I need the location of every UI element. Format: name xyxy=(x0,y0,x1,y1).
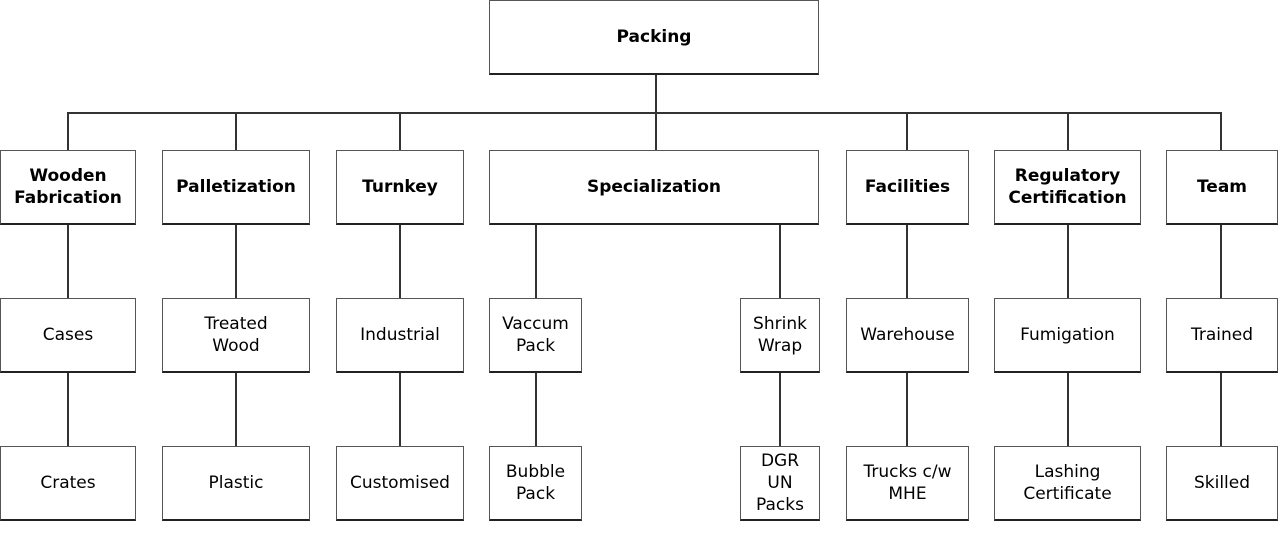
node-label: Wooden Fabrication xyxy=(14,166,122,208)
node-regulatory-certification: Regulatory Certification xyxy=(994,150,1141,225)
node-trucks-mhe: Trucks c/w MHE xyxy=(846,446,969,521)
node-label: Specialization xyxy=(586,177,722,197)
node-industrial: Industrial xyxy=(336,298,464,373)
node-label: Industrial xyxy=(360,325,440,345)
node-label: Regulatory Certification xyxy=(1008,166,1127,208)
node-label: Team xyxy=(1196,177,1248,197)
node-label: Packing xyxy=(616,27,692,47)
node-bubble-pack: Bubble Pack xyxy=(489,446,582,521)
node-palletization: Palletization xyxy=(162,150,310,225)
node-cases: Cases xyxy=(0,298,136,373)
node-skilled: Skilled xyxy=(1166,446,1278,521)
node-team: Team xyxy=(1166,150,1278,225)
node-crates: Crates xyxy=(0,446,136,521)
node-turnkey: Turnkey xyxy=(336,150,464,225)
node-label: Trucks c/w MHE xyxy=(863,462,952,504)
node-facilities: Facilities xyxy=(846,150,969,225)
node-label: Crates xyxy=(40,473,96,493)
connector xyxy=(1067,112,1069,150)
connector xyxy=(655,112,657,150)
node-warehouse: Warehouse xyxy=(846,298,969,373)
connector xyxy=(906,112,908,150)
node-label: Lashing Certificate xyxy=(1023,462,1112,504)
node-fumigation: Fumigation xyxy=(994,298,1141,373)
node-label: Skilled xyxy=(1193,473,1251,493)
node-treated-wood: Treated Wood xyxy=(162,298,310,373)
node-root-packing: Packing xyxy=(489,0,819,75)
node-label: Cases xyxy=(42,325,94,345)
connector xyxy=(655,74,657,112)
node-shrink-wrap: Shrink Wrap xyxy=(740,298,820,373)
connector xyxy=(235,112,237,150)
node-label: Turnkey xyxy=(362,177,438,197)
node-plastic: Plastic xyxy=(162,446,310,521)
node-label: Palletization xyxy=(176,177,296,197)
node-vaccum-pack: Vaccum Pack xyxy=(489,298,582,373)
node-label: Trained xyxy=(1190,325,1254,345)
node-label: Treated Wood xyxy=(204,314,268,356)
node-customised: Customised xyxy=(336,446,464,521)
node-label: Plastic xyxy=(208,473,264,493)
node-label: Vaccum Pack xyxy=(502,314,569,356)
node-label: Shrink Wrap xyxy=(753,314,807,356)
node-dgr-un-packs: DGR UN Packs xyxy=(740,446,820,521)
node-label: Facilities xyxy=(864,177,951,197)
node-label: Fumigation xyxy=(1020,325,1115,345)
node-trained: Trained xyxy=(1166,298,1278,373)
connector xyxy=(67,112,1220,114)
node-wooden-fabrication: Wooden Fabrication xyxy=(0,150,136,225)
connector xyxy=(399,112,401,150)
node-label: Warehouse xyxy=(860,325,955,345)
node-specialization: Specialization xyxy=(489,150,819,225)
connector xyxy=(67,112,69,150)
node-label: DGR UN Packs xyxy=(756,451,804,515)
node-label: Customised xyxy=(350,473,450,493)
node-lashing-certificate: Lashing Certificate xyxy=(994,446,1141,521)
connector xyxy=(1220,112,1222,150)
node-label: Bubble Pack xyxy=(505,462,566,504)
